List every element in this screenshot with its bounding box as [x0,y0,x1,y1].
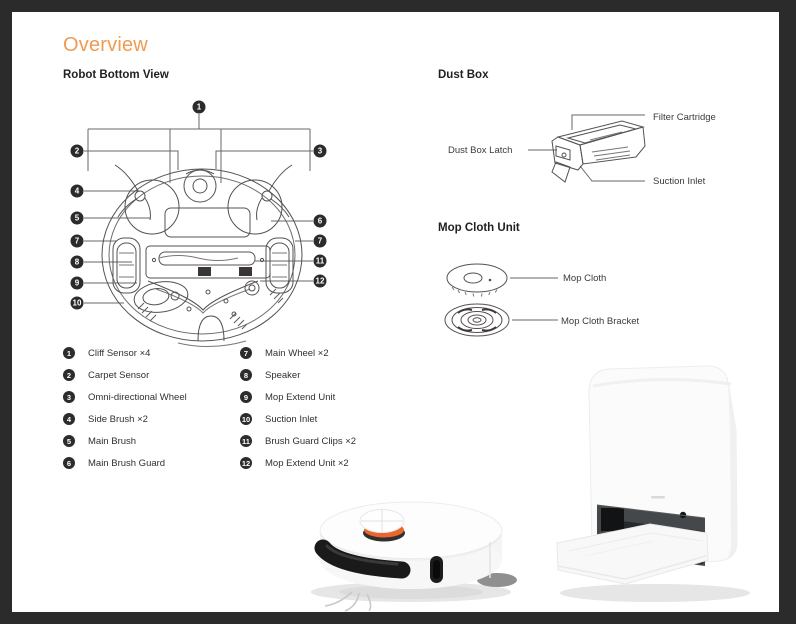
mop-cloth-bracket-drawing [445,304,509,336]
callout-1: 1 [192,100,206,114]
robot-photo [311,501,517,612]
dust-box-latch-label: Dust Box Latch [448,145,513,156]
suction-inlet-label: Suction Inlet [653,176,706,187]
mop-leader-lines [510,278,558,320]
legend-label: Cliff Sensor ×4 [88,347,151,359]
side-brush-left [115,165,150,220]
callout-9: 9 [70,276,84,290]
legend-badge: 2 [63,369,75,381]
callout-11: 11 [313,254,327,268]
callout-12: 12 [313,274,327,288]
legend-label: Mop Extend Unit [265,391,336,403]
legend-label: Suction Inlet [265,413,318,425]
dock-front-dash [651,496,665,499]
legend-badge: 4 [63,413,75,425]
legend-badge: 8 [240,369,252,381]
side-brush-right [257,165,292,220]
side-brush-photo [324,591,372,612]
dust-box-leader-lines [528,115,645,181]
legend-item: 4 Side Brush ×2 [63,408,187,430]
manual-page: Overview Robot Bottom View [12,12,779,612]
callout-6: 6 [313,214,327,228]
legend-label: Speaker [265,369,301,381]
legend-item: 12 Mop Extend Unit ×2 [240,452,356,474]
legend-badge: 3 [63,391,75,403]
legend-item: 6 Main Brush Guard [63,452,187,474]
callout-7-left: 7 [70,234,84,248]
callout-8: 8 [70,255,84,269]
carpet-sensor-plate [165,208,250,237]
callout-5: 5 [70,211,84,225]
legend-badge: 6 [63,457,75,469]
legend-item: 9 Mop Extend Unit [240,386,356,408]
robot-bottom-view-diagram [58,95,348,353]
callout-2: 2 [70,144,84,158]
legend-item: 8 Speaker [240,364,356,386]
dock-tray [556,523,709,585]
legend-label: Carpet Sensor [88,369,150,381]
legend-item: 5 Main Brush [63,430,187,452]
legend-item: 2 Carpet Sensor [63,364,187,386]
mop-cloth-label: Mop Cloth [563,273,607,284]
legend-badge: 1 [63,347,75,359]
side-brush-recess-right [228,180,282,234]
callout-7-right: 7 [313,234,327,248]
legend-item: 11 Brush Guard Clips ×2 [240,430,356,452]
legend-badge: 5 [63,435,75,447]
side-brush-recess-left [125,180,179,234]
main-brush-guard [148,281,258,313]
legend-badge: 7 [240,347,252,359]
mop-cloth-drawing [447,264,507,297]
legend-label: Mop Extend Unit ×2 [265,457,349,469]
legend-badge: 9 [240,391,252,403]
callout-10: 10 [70,296,84,310]
legend-badge: 10 [240,413,252,425]
legend-label: Main Brush [88,435,137,447]
legend-label: Main Wheel ×2 [265,347,329,359]
legend-item: 10 Suction Inlet [240,408,356,430]
legend-label: Omni-directional Wheel [88,391,187,403]
robot-top-face [319,501,503,561]
legend-label: Main Brush Guard [88,457,166,469]
robot-bottom-view-heading: Robot Bottom View [63,69,169,81]
legend-badge: 11 [240,435,252,447]
vent-hatches [138,289,283,329]
filter-cartridge-label: Filter Cartridge [653,112,716,123]
dust-box-diagram [440,100,740,195]
callout-3: 3 [313,144,327,158]
callout-lines [84,114,313,303]
page-title: Overview [63,34,148,56]
dust-box-heading: Dust Box [438,69,489,81]
bumper-sensor-window [314,539,411,579]
mop-extend-unit-2 [245,281,259,295]
lidar-turret [359,509,405,542]
legend-label: Side Brush ×2 [88,413,148,425]
legend-item: 3 Omni-directional Wheel [63,386,187,408]
bottom-arch [198,316,224,341]
legend-left-column: 1 Cliff Sensor ×4 2 Carpet Sensor 3 Omni-di… [63,342,187,474]
robot-outline [102,169,302,341]
dock-side-shading [719,382,737,561]
mop-cloth-bracket-label: Mop Cloth Bracket [561,316,640,327]
main-brush-assembly [146,246,270,278]
mop-cloth-diagram [440,250,730,350]
dock-photo [556,365,750,602]
dock-shadow [560,584,750,602]
legend-label: Brush Guard Clips ×2 [265,435,357,447]
mop-pad-sliver [477,573,517,587]
omni-wheel [184,170,216,202]
callout-4: 4 [70,184,84,198]
legend-item: 7 Main Wheel ×2 [240,342,356,364]
mop-extend-unit [132,278,190,315]
mop-cloth-unit-heading: Mop Cloth Unit [438,222,520,234]
main-wheel-left [113,238,140,293]
main-wheel-right [266,238,293,293]
dust-box-drawing [552,121,645,182]
legend-item: 1 Cliff Sensor ×4 [63,342,187,364]
legend-badge: 12 [240,457,252,469]
